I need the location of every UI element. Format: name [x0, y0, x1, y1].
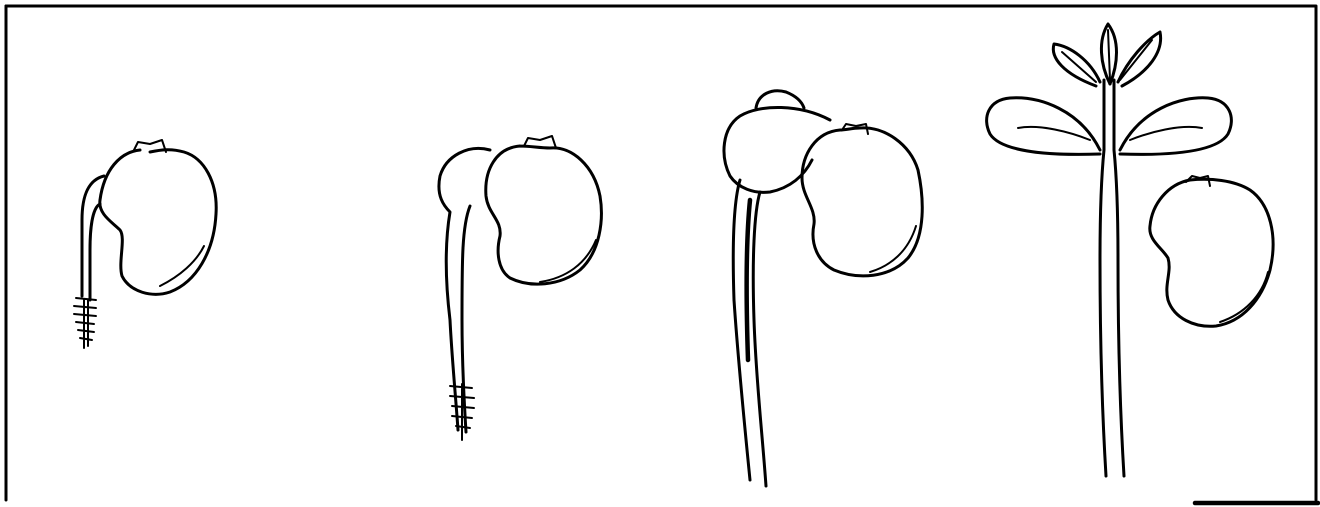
- stage-3-emerging-cotyledons: [724, 91, 922, 486]
- stage-3-seed-coat: [802, 128, 922, 276]
- stage-3-stem-shading: [747, 200, 750, 360]
- stage-4-shed-seed-coat: [1150, 179, 1273, 326]
- stage-1-seed-coat: [100, 150, 216, 295]
- stage-4-stem-left: [1100, 80, 1106, 476]
- stage-3-stem-inner: [753, 192, 766, 486]
- stage-2-seed-with-hook: [439, 136, 601, 440]
- stage-4-seedling: [987, 24, 1273, 476]
- stage-2-seed-coat: [486, 146, 602, 284]
- stage-1-seed-with-radicle: [74, 140, 216, 348]
- stage-3-seed-shading: [870, 226, 916, 272]
- stage-4-right-true-leaf: [1118, 32, 1161, 86]
- stage-4-stem-right: [1114, 80, 1124, 476]
- stage-1-seed-shading: [160, 246, 204, 286]
- stage-4-right-cotyledon: [1120, 98, 1231, 155]
- stage-4-left-cotyledon-vein: [1018, 127, 1090, 140]
- stage-4-left-cotyledon: [987, 98, 1100, 155]
- stage-4-right-cotyledon-vein: [1130, 127, 1202, 140]
- stage-1-root-hairs: [74, 298, 96, 348]
- stage-3-plumule-tip: [756, 91, 804, 108]
